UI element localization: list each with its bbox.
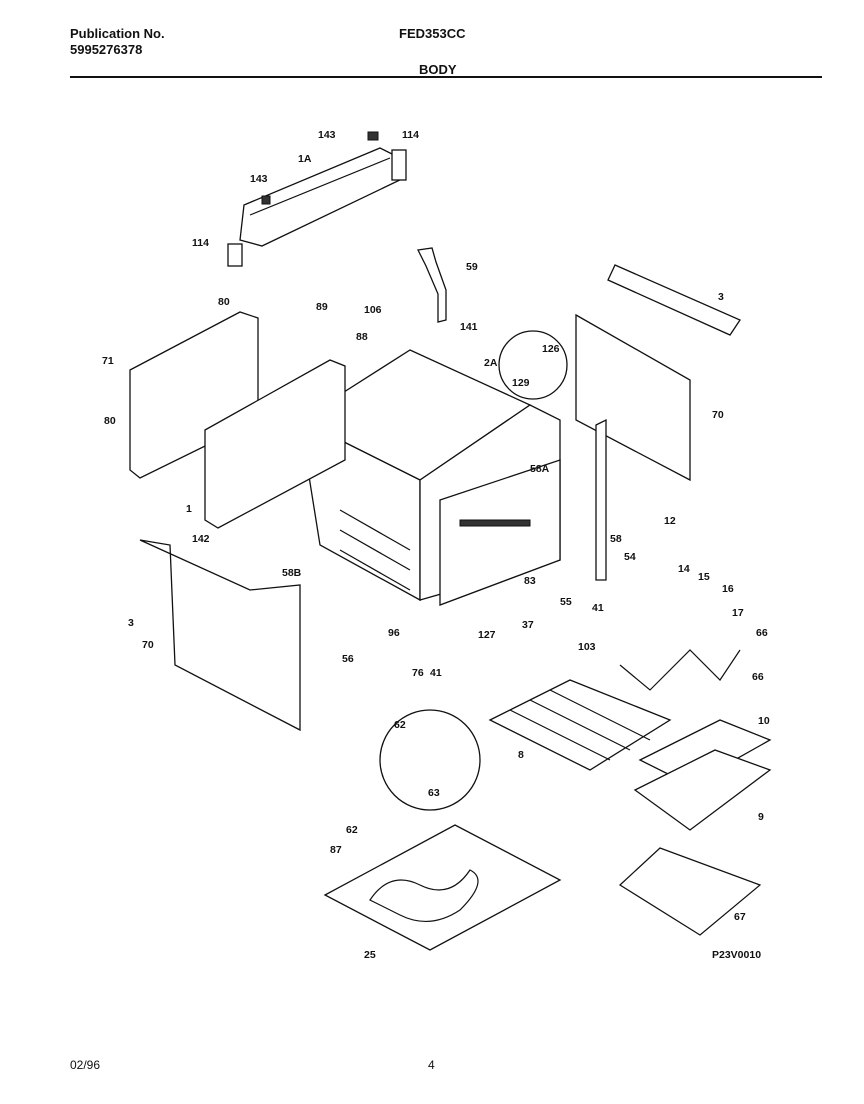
detail-circle-bracket <box>379 709 481 811</box>
callout-87: 87 <box>330 844 342 856</box>
callout-58B: 58B <box>282 567 302 579</box>
oven-bottom-panel <box>323 824 562 951</box>
callout-12: 12 <box>664 515 676 527</box>
detail-circle-igniter <box>498 330 568 400</box>
callout-8: 8 <box>518 749 524 761</box>
callout-76: 76 <box>412 667 424 679</box>
callout-66: 66 <box>752 671 764 683</box>
header-rule <box>70 76 822 78</box>
callout-142: 142 <box>192 533 210 545</box>
callout-143: 143 <box>318 129 336 141</box>
callout-70: 70 <box>142 639 154 651</box>
vent-duct <box>417 247 447 323</box>
callout-66: 66 <box>756 627 768 639</box>
callout-55: 55 <box>560 596 572 608</box>
callout-114: 114 <box>192 237 209 249</box>
control-panel-bracket <box>227 131 407 267</box>
broiler-pan <box>633 719 772 831</box>
callout-62: 62 <box>346 824 358 836</box>
callout-106: 106 <box>364 304 382 316</box>
broil-element <box>619 847 762 936</box>
page-number: 4 <box>428 1058 435 1072</box>
footer-date: 02/96 <box>70 1058 101 1072</box>
callout-67: 67 <box>734 911 746 923</box>
callout-58A: 58A <box>530 463 550 475</box>
callout-1A: 1A <box>298 153 312 165</box>
callout-3: 3 <box>128 617 134 629</box>
callout-15: 15 <box>698 571 710 583</box>
callout-3: 3 <box>718 291 724 303</box>
callout-1: 1 <box>186 503 192 515</box>
callout-41: 41 <box>592 602 604 614</box>
callout-59: 59 <box>466 261 478 273</box>
callout-17: 17 <box>732 607 744 619</box>
callout-80: 80 <box>218 296 230 308</box>
callout-63: 63 <box>428 787 440 799</box>
callout-58: 58 <box>610 533 622 545</box>
publication-label: Publication No. <box>70 26 165 41</box>
callout-114: 114 <box>402 129 419 141</box>
callout-103: 103 <box>578 641 596 653</box>
callout-56: 56 <box>342 653 354 665</box>
rear-panel <box>575 264 741 581</box>
diagram-code: P23V0010 <box>712 949 761 961</box>
callout-14: 14 <box>678 563 690 575</box>
callout-16: 16 <box>722 583 734 595</box>
callout-10: 10 <box>758 715 770 727</box>
callout-143: 143 <box>250 173 268 185</box>
oven-rack <box>488 679 672 771</box>
callout-83: 83 <box>524 575 536 587</box>
callout-126: 126 <box>542 343 560 355</box>
section-title: BODY <box>419 62 457 77</box>
callout-41: 41 <box>430 667 442 679</box>
bake-element <box>619 649 741 691</box>
callout-2A: 2A <box>484 357 498 369</box>
callout-89: 89 <box>316 301 328 313</box>
callout-88: 88 <box>356 331 368 343</box>
callout-80: 80 <box>104 415 116 427</box>
publication-number: 5995276378 <box>70 42 143 57</box>
model-number: FED353CC <box>399 26 466 41</box>
callout-9: 9 <box>758 811 764 823</box>
callout-54: 54 <box>624 551 636 563</box>
left-side-panel <box>129 311 346 732</box>
callout-127: 127 <box>478 629 496 641</box>
callout-129: 129 <box>512 377 530 389</box>
callout-62: 62 <box>394 719 406 731</box>
callout-70: 70 <box>712 409 724 421</box>
callout-141: 141 <box>460 321 478 333</box>
callout-71: 71 <box>102 355 114 367</box>
callout-25: 25 <box>364 949 376 961</box>
callout-96: 96 <box>388 627 400 639</box>
callout-37: 37 <box>522 619 534 631</box>
